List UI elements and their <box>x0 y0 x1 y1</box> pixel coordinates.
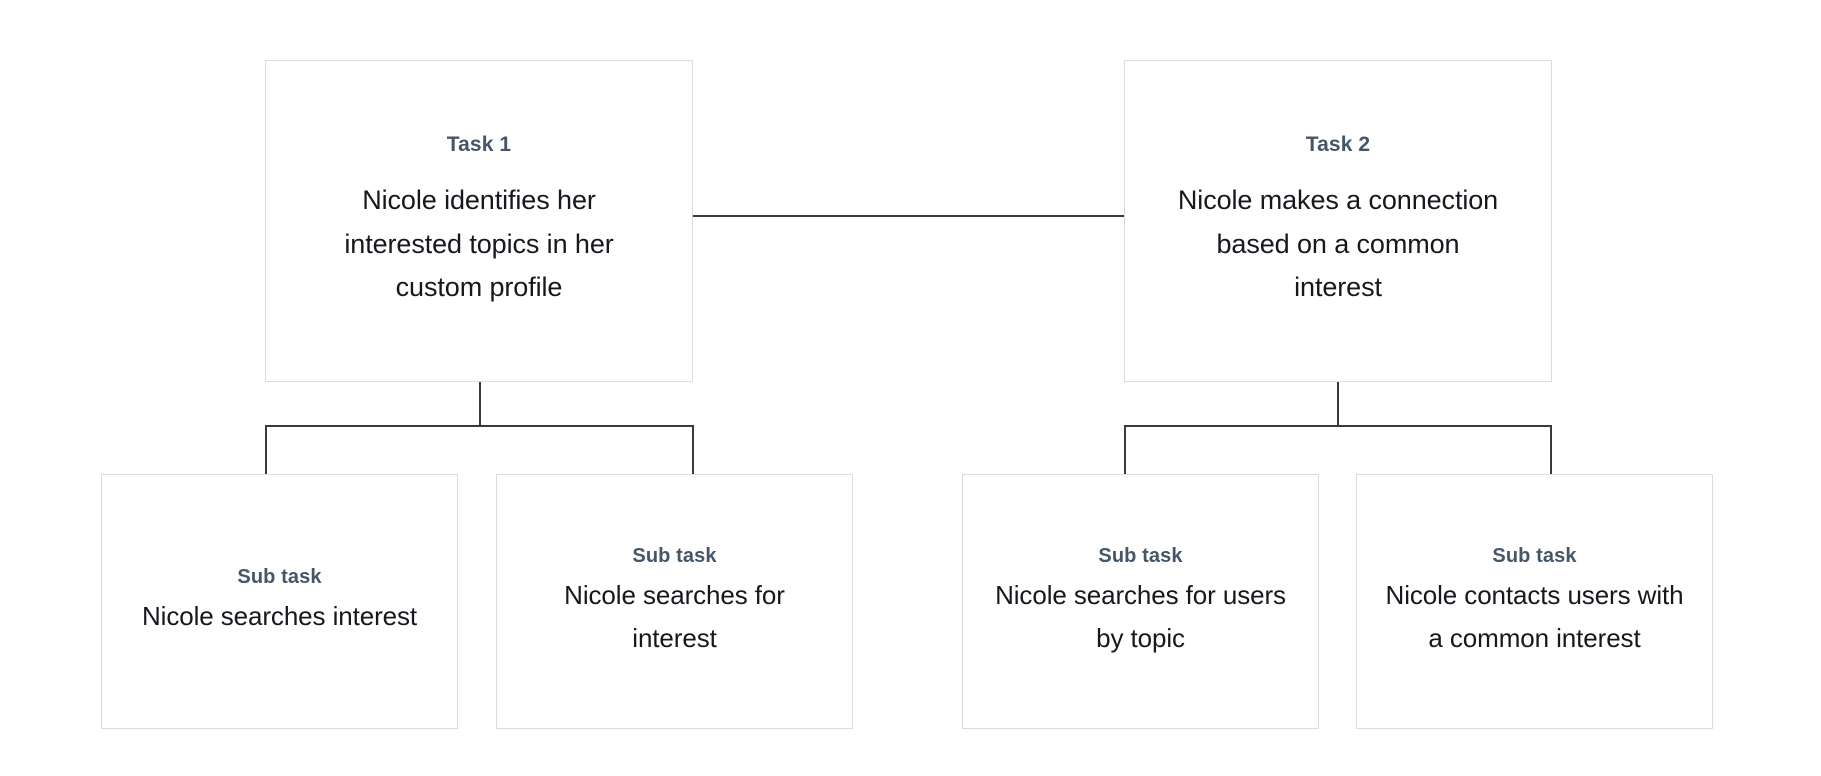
subtask-node-description: Nicole searches for users by topic <box>995 580 1286 653</box>
task-node-task-2[interactable]: Task 2 Nicole makes a connection based o… <box>1124 60 1552 382</box>
subtask-node-description: Nicole contacts users with a common inte… <box>1385 580 1684 653</box>
task-node-task-1[interactable]: Task 1 Nicole identifies her interested … <box>265 60 693 382</box>
connector-task1-sub1-drop <box>265 425 267 474</box>
connector-task1-branch-bar <box>265 425 694 427</box>
task-node-title: Task 1 <box>446 132 512 156</box>
connector-task1-stem <box>479 381 481 426</box>
task-node-title: Task 2 <box>1305 132 1371 156</box>
subtask-node-task-1-sub-1[interactable]: Sub task Nicole searches interest <box>101 474 458 729</box>
subtask-node-description: Nicole searches interest <box>141 601 418 632</box>
subtask-node-description: Nicole searches for interest <box>564 580 785 653</box>
connector-task2-sub1-drop <box>1124 425 1126 474</box>
connector-task2-sub2-drop <box>1550 425 1552 474</box>
connector-task2-branch-bar <box>1124 425 1552 427</box>
task-node-description: Nicole makes a connection based on a com… <box>1177 184 1499 303</box>
connector-task1-sub2-drop <box>692 425 694 474</box>
subtask-node-task-1-sub-2[interactable]: Sub task Nicole searches for interest <box>496 474 853 729</box>
subtask-node-task-2-sub-1[interactable]: Sub task Nicole searches for users by to… <box>962 474 1319 729</box>
subtask-node-task-2-sub-2[interactable]: Sub task Nicole contacts users with a co… <box>1356 474 1713 729</box>
subtask-node-title: Sub task <box>1492 545 1577 568</box>
subtask-node-title: Sub task <box>632 545 717 568</box>
connector-task2-stem <box>1337 381 1339 426</box>
connector-task1-to-task2 <box>692 215 1126 217</box>
subtask-node-title: Sub task <box>1098 545 1183 568</box>
task-node-description: Nicole identifies her interested topics … <box>344 184 614 303</box>
subtask-node-title: Sub task <box>237 566 322 589</box>
